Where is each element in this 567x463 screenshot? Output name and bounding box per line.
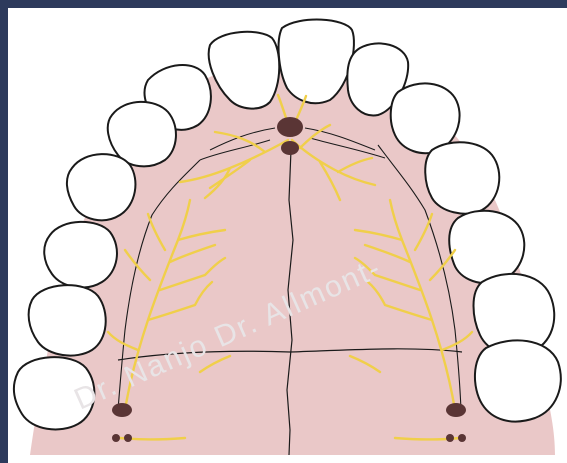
tooth-second-molar-right (475, 340, 561, 421)
incisive-foramen-upper (277, 117, 303, 137)
tooth-second-premolar-right (449, 211, 524, 283)
lesser-palatine-foramen-right-1 (446, 434, 454, 442)
tooth-first-molar-left (29, 285, 106, 355)
incisive-foramen-lower (281, 141, 299, 155)
maxillary-arch-diagram: Dr. Nanjo Dr. Allmont- (8, 8, 567, 463)
tooth-first-premolar-left (67, 154, 136, 220)
tooth-second-premolar-left (44, 222, 117, 288)
greater-palatine-foramen-right (446, 403, 466, 417)
greater-palatine-foramen-left (112, 403, 132, 417)
lesser-palatine-foramen-left-2 (124, 434, 132, 442)
tooth-first-premolar-right (425, 142, 499, 213)
lesser-palatine-foramen-left-1 (112, 434, 120, 442)
lesser-palatine-foramen-right-2 (458, 434, 466, 442)
diagram-frame: Dr. Nanjo Dr. Allmont- (8, 8, 567, 463)
